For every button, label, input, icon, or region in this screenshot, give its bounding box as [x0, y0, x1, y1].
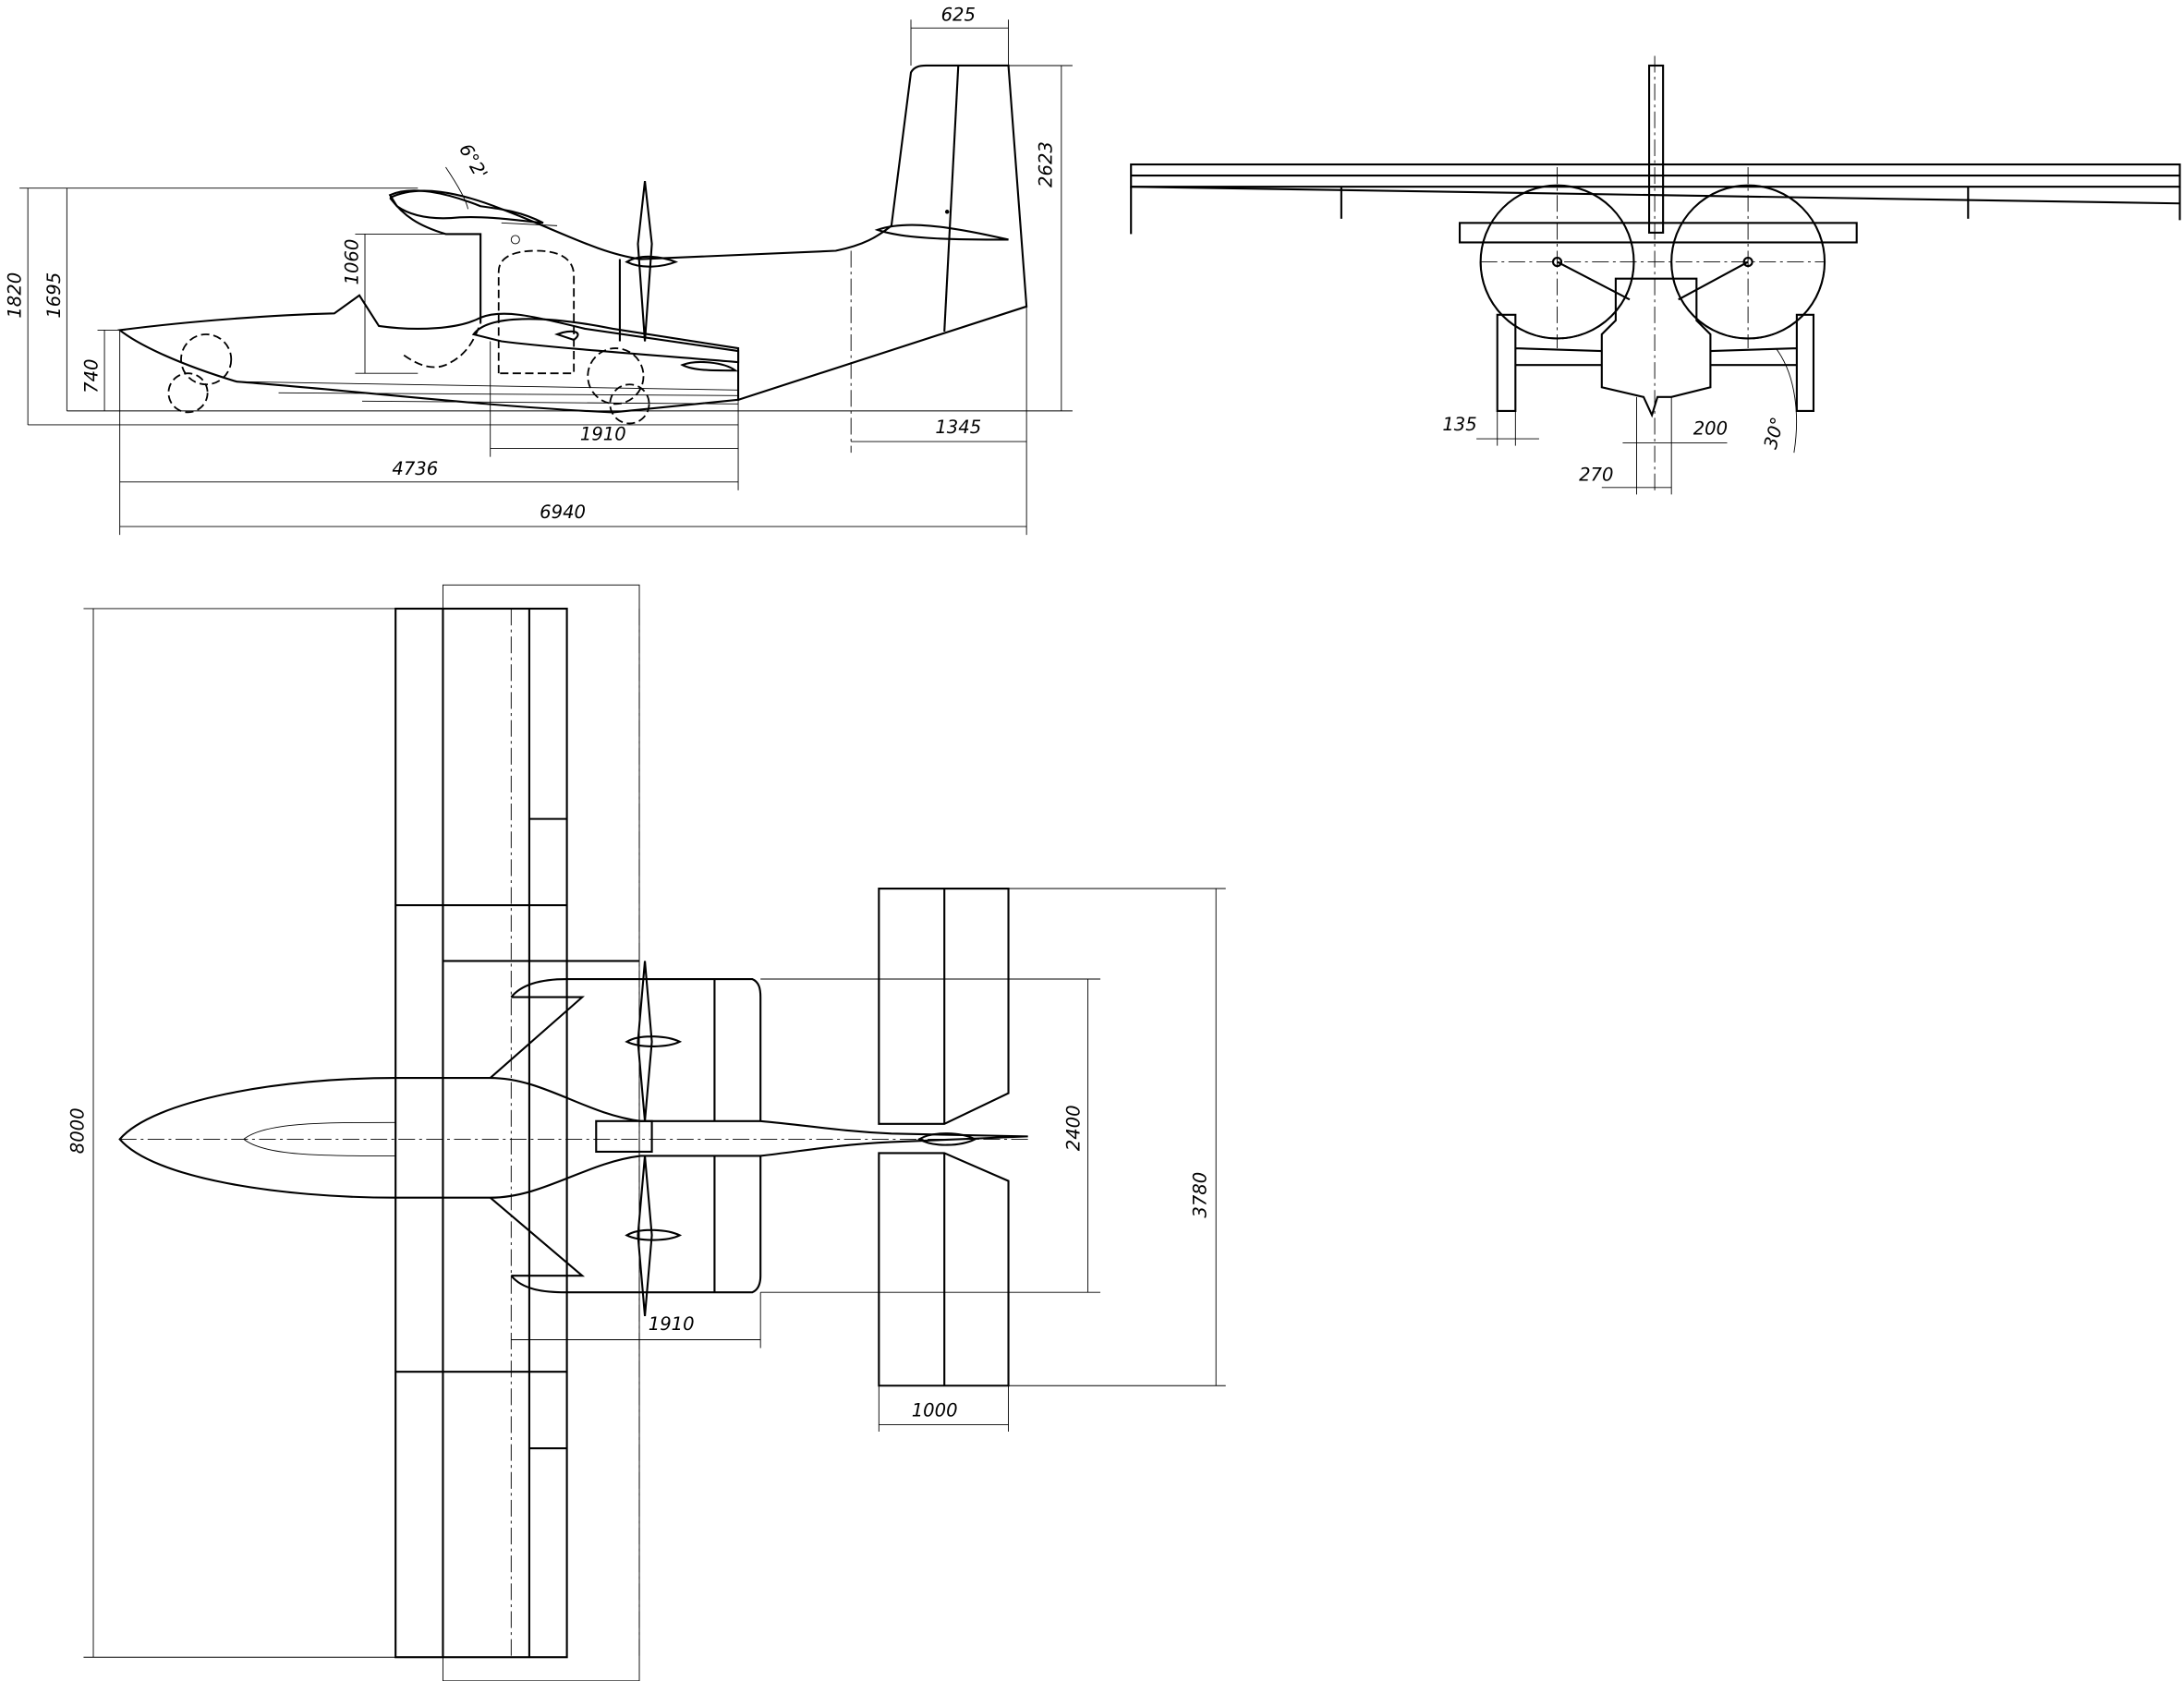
dim-top-boom-length: 1910	[649, 1313, 695, 1335]
side-fin	[737, 64, 1028, 401]
dim-fin-chord: 625	[941, 5, 976, 26]
side-view: 625 2623 1820 1695 1060 740 1910 4736 69…	[5, 5, 1073, 536]
side-fuselage	[389, 189, 892, 260]
top-fuselage	[118, 1076, 1028, 1199]
side-door	[497, 249, 576, 375]
dim-tail-span: 3780	[1190, 1172, 1211, 1218]
side-sponson	[471, 318, 740, 364]
top-tailplane	[878, 887, 1010, 1387]
dim-boom-length: 1910	[580, 424, 626, 445]
dim-height-1820: 1820	[5, 272, 26, 319]
top-boom-left	[489, 977, 762, 1121]
dim-wingspan: 8000	[67, 1107, 88, 1154]
dim-nose-height: 740	[81, 359, 103, 393]
front-sponson-right	[1710, 313, 1815, 412]
side-propeller	[637, 181, 653, 342]
top-view: 8000 2400 3780 1910 1000	[67, 584, 1226, 1681]
dim-boom-spacing: 2400	[1062, 1105, 1084, 1151]
top-propeller-right	[625, 1155, 683, 1316]
top-wing	[394, 607, 568, 1659]
side-engine	[388, 189, 544, 224]
top-boom-right	[490, 1155, 762, 1294]
dim-270: 270	[1579, 464, 1613, 485]
dim-hull-length: 4736	[392, 458, 438, 479]
dim-height-overall: 2623	[1035, 141, 1056, 187]
front-sponson-left	[1496, 313, 1602, 412]
dim-tail-chord: 1000	[912, 1399, 958, 1421]
front-fin	[1648, 64, 1665, 234]
front-tailplane	[1458, 222, 1858, 244]
dim-prop-angle: 6°2'	[455, 140, 491, 183]
front-hull	[1600, 277, 1712, 418]
dim-angle: 30°	[1760, 415, 1789, 451]
front-view: 135 200 270 30°	[1130, 55, 2181, 495]
dim-cabin-height: 1060	[341, 239, 362, 285]
side-nose-wheel	[180, 333, 233, 386]
dim-135: 135	[1442, 414, 1476, 435]
side-tailplane	[874, 224, 1009, 241]
dim-length-overall: 6940	[540, 502, 586, 523]
dim-200: 200	[1693, 418, 1728, 440]
side-main-wheel	[587, 347, 645, 405]
dim-height-1695: 1695	[43, 272, 65, 319]
dim-tail-offset: 1345	[935, 417, 981, 438]
top-propeller-left	[625, 961, 683, 1121]
